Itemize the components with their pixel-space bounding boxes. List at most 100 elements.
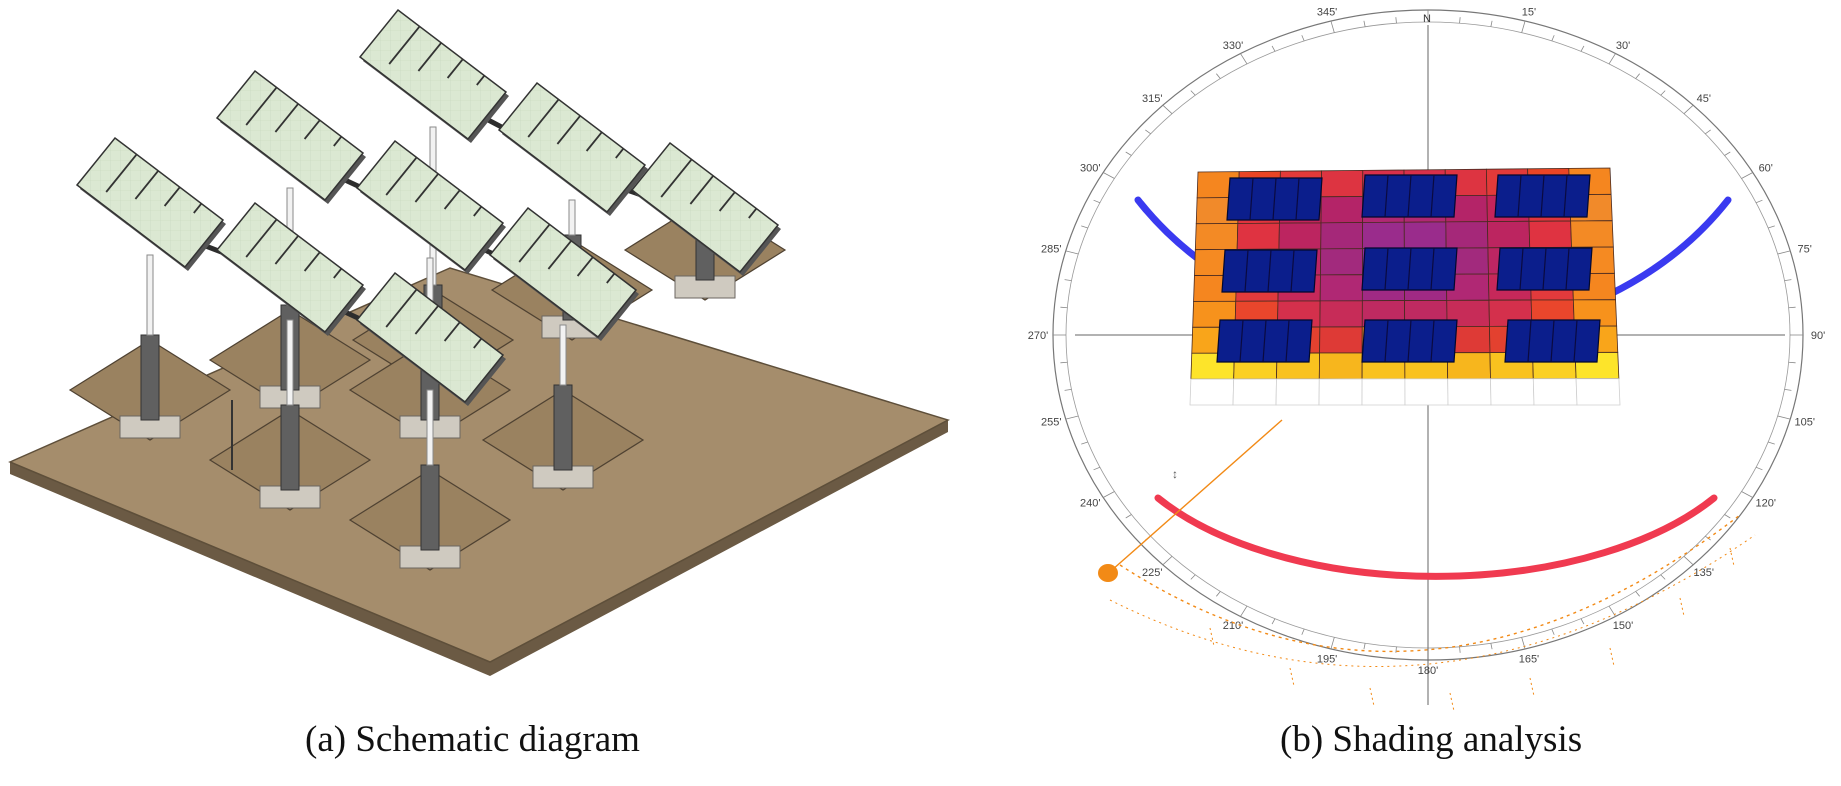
heatmap-cell	[1404, 378, 1449, 406]
hour-tick	[1289, 667, 1295, 687]
hour-tick	[1449, 692, 1455, 712]
compass-tick	[1065, 415, 1079, 420]
pv-panel	[75, 136, 225, 269]
tracker-panel-divider	[1267, 249, 1272, 293]
compass-tick	[1683, 104, 1694, 114]
schematic-diagram-panel	[8, 8, 950, 676]
compass-tick	[1064, 279, 1072, 282]
tracker-panel-divider	[1384, 247, 1389, 291]
tracker-panel-top	[1504, 319, 1601, 363]
tracker-panel-divider	[1430, 174, 1435, 218]
tracker-panel-divider	[1384, 319, 1389, 363]
compass-tick	[1741, 491, 1753, 498]
compass-angle-label: 180'	[1418, 665, 1438, 677]
tracker-panel-divider	[1430, 319, 1435, 363]
tracker-panel-divider	[1244, 249, 1249, 293]
tracker-mast	[559, 324, 567, 386]
compass-tick	[1330, 637, 1335, 650]
heatmap-cell	[1236, 222, 1280, 250]
tracker-panel-divider	[1519, 247, 1524, 291]
module-divider	[718, 191, 736, 212]
compass-tick	[1788, 306, 1796, 309]
tracker-panel-divider	[1262, 319, 1267, 363]
module-divider	[303, 119, 321, 140]
tracker-column	[553, 384, 573, 471]
module-divider	[414, 305, 439, 335]
compass-tick	[1660, 574, 1666, 580]
tracker-mast	[568, 199, 576, 236]
heatmap-cell	[1362, 221, 1405, 250]
compass-tick	[1240, 605, 1248, 617]
compass-tick	[1784, 388, 1792, 391]
caption-schematic-diagram: (a) Schematic diagram	[305, 719, 640, 760]
compass-angle-label: 210'	[1223, 620, 1243, 632]
compass-tick	[1768, 225, 1775, 229]
compass-north-label: N	[1423, 13, 1431, 25]
tracker-panel-divider	[1550, 319, 1555, 363]
compass-tick	[1093, 466, 1101, 471]
compass-tick	[1459, 646, 1461, 653]
heatmap-cell	[1278, 222, 1322, 250]
compass-tick	[1683, 556, 1694, 566]
heatmap-cell	[1487, 220, 1531, 249]
module-divider	[193, 203, 203, 214]
compass-angle-label: 285'	[1041, 243, 1061, 255]
compass-tick	[1064, 388, 1072, 391]
shading-analysis-diagram: N 15'30'45'60'75'90'105'120'135'150'165'…	[1028, 6, 1825, 712]
compass-angle-label: 90'	[1811, 330, 1825, 342]
module-divider	[245, 218, 278, 258]
compass-tick	[1162, 104, 1173, 114]
module-divider	[576, 256, 594, 277]
heatmap-cell	[1319, 326, 1363, 354]
module-divider	[245, 86, 278, 126]
tracker-panel-top	[1226, 177, 1323, 221]
compass-angle-label: 270'	[1028, 330, 1048, 342]
tracker-panel-top	[1494, 174, 1591, 218]
compass-tick	[1240, 53, 1248, 65]
compass-tick	[1635, 591, 1640, 597]
compass-angle-label: 165'	[1519, 654, 1539, 666]
compass-tick	[1777, 415, 1791, 420]
compass-angle-label: 120'	[1756, 498, 1776, 510]
scale-icon: ↕	[1172, 467, 1178, 481]
tracker-column	[420, 464, 440, 551]
tracker-panel-divider	[1272, 177, 1277, 221]
tracker-panel-divider	[1290, 249, 1295, 293]
solar-tracker	[623, 141, 787, 301]
compass-tick	[1330, 20, 1335, 33]
compass-tick	[1125, 514, 1132, 519]
module-divider	[443, 189, 461, 210]
tracker-panel-divider	[1407, 319, 1412, 363]
compass-tick	[1363, 643, 1366, 650]
compass-tick	[1755, 466, 1763, 471]
compass-tick	[1777, 250, 1791, 255]
tracker-panel-divider	[1540, 174, 1545, 218]
sun-ray	[1111, 419, 1283, 571]
module-divider	[615, 148, 625, 159]
compass-angle-label: 330'	[1223, 40, 1243, 52]
heatmap-cell	[1320, 248, 1363, 276]
hour-tick	[1529, 677, 1535, 697]
compass-tick	[1363, 20, 1366, 27]
tracker-column	[140, 334, 160, 421]
tracker-panel-divider	[1249, 177, 1254, 221]
heatmap-cell	[1232, 378, 1277, 406]
module-divider	[476, 75, 486, 86]
module-divider	[385, 156, 418, 196]
compass-tick	[1190, 574, 1196, 580]
heatmap-cell	[1320, 196, 1364, 224]
tracker-panel-divider	[1285, 319, 1290, 363]
compass-tick	[1788, 361, 1796, 364]
compass-tick	[1755, 199, 1763, 204]
compass-tick	[1060, 361, 1068, 364]
compass-angle-label: 45'	[1697, 93, 1711, 105]
compass-angle-label: 15'	[1522, 6, 1536, 18]
sun-path-dotted-arc-2	[1109, 534, 1756, 667]
heatmap-cell	[1445, 221, 1489, 249]
module-divider	[748, 208, 758, 219]
compass-tick	[1060, 306, 1068, 309]
tracker-panel-top	[1496, 247, 1593, 291]
module-divider	[527, 98, 560, 138]
compass-tick	[1216, 73, 1221, 79]
compass-tick	[1103, 172, 1115, 179]
